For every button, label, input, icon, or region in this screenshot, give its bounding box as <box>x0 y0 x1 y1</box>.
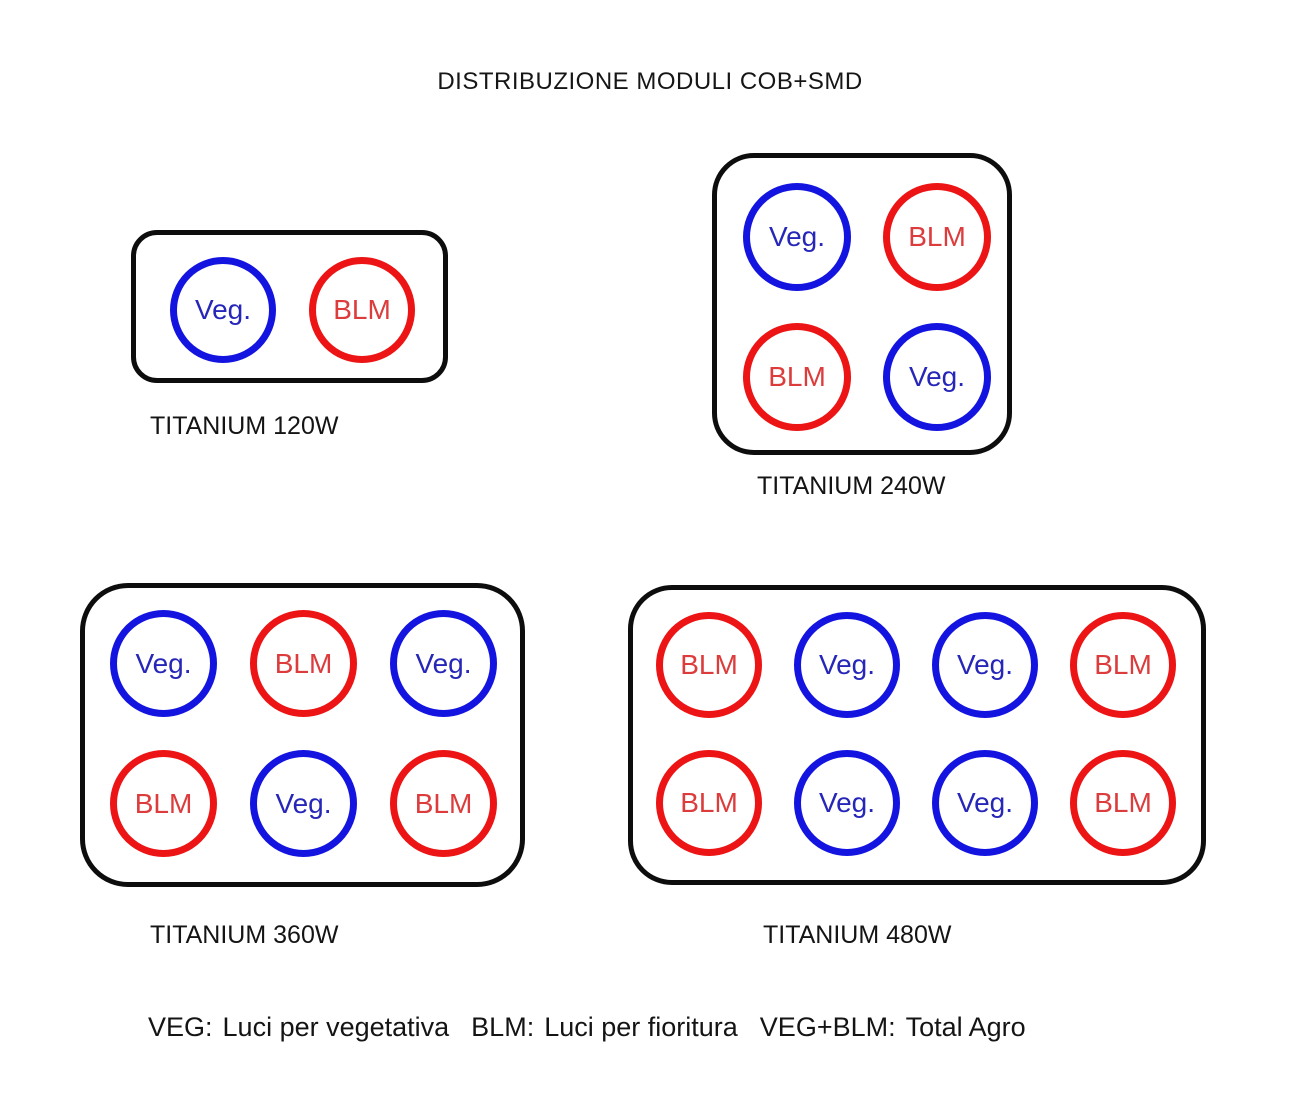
module-blm-circle: BLM <box>743 323 851 431</box>
module-blm-label: BLM <box>768 361 826 392</box>
panel-titanium-120w: Veg. BLM <box>131 230 448 383</box>
legend-term-blm: BLM: <box>471 1012 535 1042</box>
module-veg-label: Veg. <box>194 294 252 325</box>
module-blm-label: BLM <box>274 647 333 679</box>
module-blm-circle: BLM <box>1070 750 1176 856</box>
legend-term-veg-blm: VEG+BLM: <box>759 1012 896 1042</box>
legend-desc-veg-blm: Total Agro <box>905 1012 1026 1042</box>
legend-desc-blm: Luci per fioritura <box>544 1012 738 1042</box>
module-blm-label: BLM <box>1094 649 1152 680</box>
page-title: DISTRIBUZIONE MODULI COB+SMD <box>437 68 863 95</box>
panel-label-titanium-480w: TITANIUM 480W <box>763 921 952 949</box>
module-blm-circle: BLM <box>656 612 762 718</box>
module-blm-circle: BLM <box>110 750 217 857</box>
module-veg-label: Veg. <box>956 649 1014 680</box>
module-blm-circle: BLM <box>390 750 497 857</box>
module-blm-circle: BLM <box>656 750 762 856</box>
panel-titanium-360w: Veg. BLM Veg. BLM Veg. BLM <box>80 583 525 887</box>
module-blm-circle: BLM <box>1070 612 1176 718</box>
module-veg-label: Veg. <box>135 647 192 679</box>
module-veg-circle: Veg. <box>794 750 900 856</box>
module-veg-label: Veg. <box>818 787 876 818</box>
module-veg-label: Veg. <box>908 361 966 392</box>
module-blm-label: BLM <box>680 649 738 680</box>
module-veg-circle: Veg. <box>743 183 851 291</box>
module-veg-label: Veg. <box>275 787 332 819</box>
module-veg-label: Veg. <box>415 647 472 679</box>
panel-label-titanium-360w: TITANIUM 360W <box>150 921 339 949</box>
module-blm-label: BLM <box>414 787 473 819</box>
panel-titanium-240w: Veg. BLM BLM Veg. <box>712 153 1012 455</box>
panel-label-titanium-120w: TITANIUM 120W <box>150 412 339 440</box>
panel-label-titanium-240w: TITANIUM 240W <box>757 472 946 500</box>
module-blm-circle: BLM <box>309 257 415 363</box>
module-blm-label: BLM <box>333 294 391 325</box>
module-veg-circle: Veg. <box>110 610 217 717</box>
legend-item-veg: VEG: Luci per vegetativa <box>148 1012 449 1043</box>
module-veg-label: Veg. <box>956 787 1014 818</box>
legend-item-veg-blm: VEG+BLM: Total Agro <box>760 1012 1026 1043</box>
legend: VEG: Luci per vegetativa BLM: Luci per fio… <box>148 1012 1026 1043</box>
module-veg-circle: Veg. <box>250 750 357 857</box>
panel-titanium-480w: BLM Veg. Veg. BLM BLM Veg. Veg. BLM <box>628 585 1206 885</box>
legend-desc-veg: Luci per vegetativa <box>222 1012 450 1042</box>
module-blm-circle: BLM <box>250 610 357 717</box>
module-veg-circle: Veg. <box>390 610 497 717</box>
module-blm-label: BLM <box>1094 787 1152 818</box>
module-veg-circle: Veg. <box>932 612 1038 718</box>
module-blm-label: BLM <box>680 787 738 818</box>
module-veg-circle: Veg. <box>883 323 991 431</box>
module-veg-label: Veg. <box>818 649 876 680</box>
module-blm-label: BLM <box>908 221 966 252</box>
legend-term-veg: VEG: <box>148 1012 213 1042</box>
legend-item-blm: BLM: Luci per fioritura <box>471 1012 738 1043</box>
module-veg-label: Veg. <box>768 221 826 252</box>
module-blm-label: BLM <box>134 787 193 819</box>
module-veg-circle: Veg. <box>932 750 1038 856</box>
module-blm-circle: BLM <box>883 183 991 291</box>
module-veg-circle: Veg. <box>794 612 900 718</box>
module-veg-circle: Veg. <box>170 257 276 363</box>
